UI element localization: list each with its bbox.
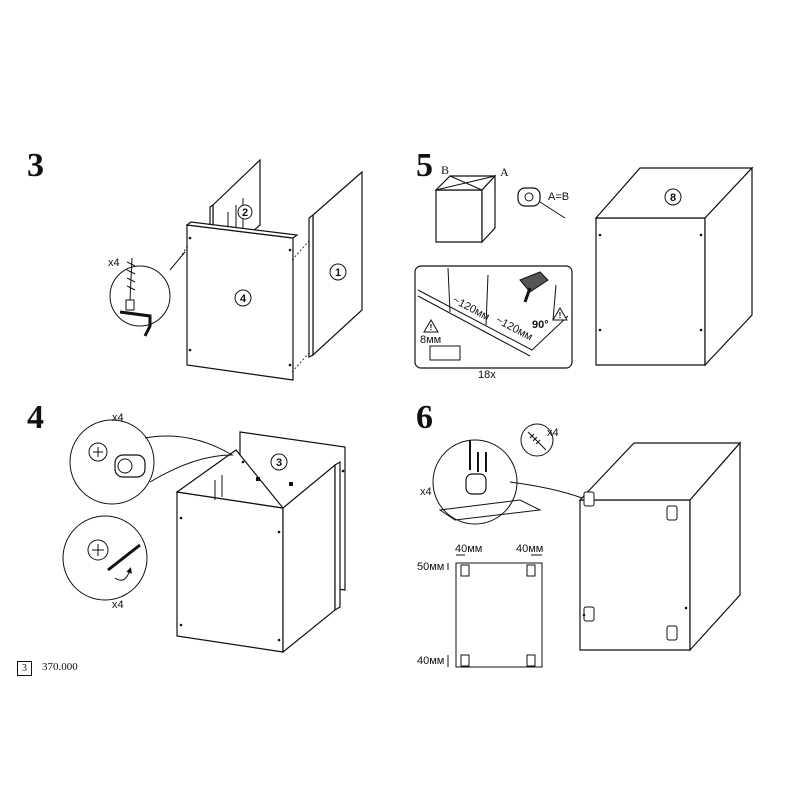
castor-placement-plan: 40мм 40мм 50мм 40мм: [417, 543, 543, 668]
label-b: B: [441, 163, 449, 177]
step-6: 6 x4 x4: [416, 399, 742, 668]
castor-multiplier: x4: [420, 486, 432, 498]
svg-text:!: !: [430, 323, 433, 332]
step-4: 4 3 x4: [27, 399, 346, 654]
part-4-label: 4: [240, 293, 247, 305]
detail-cam-lock: x4: [69, 412, 234, 505]
part-8-label: 8: [670, 192, 676, 204]
part-3-label: 3: [276, 457, 282, 469]
step-5: 5 B A A=B ~120мм ~120мм: [414, 147, 754, 381]
nailing-detail: ~120мм ~120мм 90° ! ! 8мм 18x: [414, 265, 573, 381]
step-number-4: 4: [27, 399, 44, 436]
offset-top-label: 50мм: [417, 561, 444, 573]
step-number-5: 5: [416, 147, 433, 184]
panel-4: 4: [185, 221, 299, 381]
label-a: A: [500, 165, 509, 179]
screw-multiplier: x4: [547, 427, 559, 439]
carcass-step-6: [578, 441, 742, 652]
carcass-step-4: 3: [175, 431, 346, 654]
step-number-6: 6: [416, 399, 433, 436]
detail-screw-hexkey: x4: [108, 251, 186, 337]
measure-equation: A=B: [548, 191, 569, 203]
carcass-step-5: 8: [594, 166, 754, 367]
product-code: 370.000: [42, 661, 78, 673]
page-number: 3: [17, 661, 32, 676]
depth-label: 8мм: [420, 334, 441, 346]
nail-count: 18x: [478, 369, 496, 381]
offset-bottom-label: 40мм: [417, 655, 444, 667]
offset-right-label: 40мм: [516, 543, 543, 555]
detail-screwdriver: x4: [62, 515, 148, 611]
screw-icon: x4: [520, 423, 559, 457]
step-3-multiplier: x4: [108, 257, 120, 269]
part-1-label: 1: [335, 267, 341, 279]
step-4-multiplier-bottom: x4: [112, 599, 124, 611]
panel-1: 1: [308, 170, 363, 358]
offset-left-label: 40мм: [455, 543, 482, 555]
part-2-label: 2: [242, 207, 248, 219]
step-3: 3 2 4 1: [27, 147, 363, 381]
step-4-multiplier-top: x4: [112, 412, 124, 424]
step-number-3: 3: [27, 147, 44, 184]
svg-text:!: !: [559, 311, 562, 320]
angle-label: 90°: [532, 319, 549, 331]
tape-measure-icon: A=B: [517, 187, 569, 219]
detail-castor: x4: [420, 439, 583, 525]
diagonal-check-box: B A: [434, 163, 509, 244]
